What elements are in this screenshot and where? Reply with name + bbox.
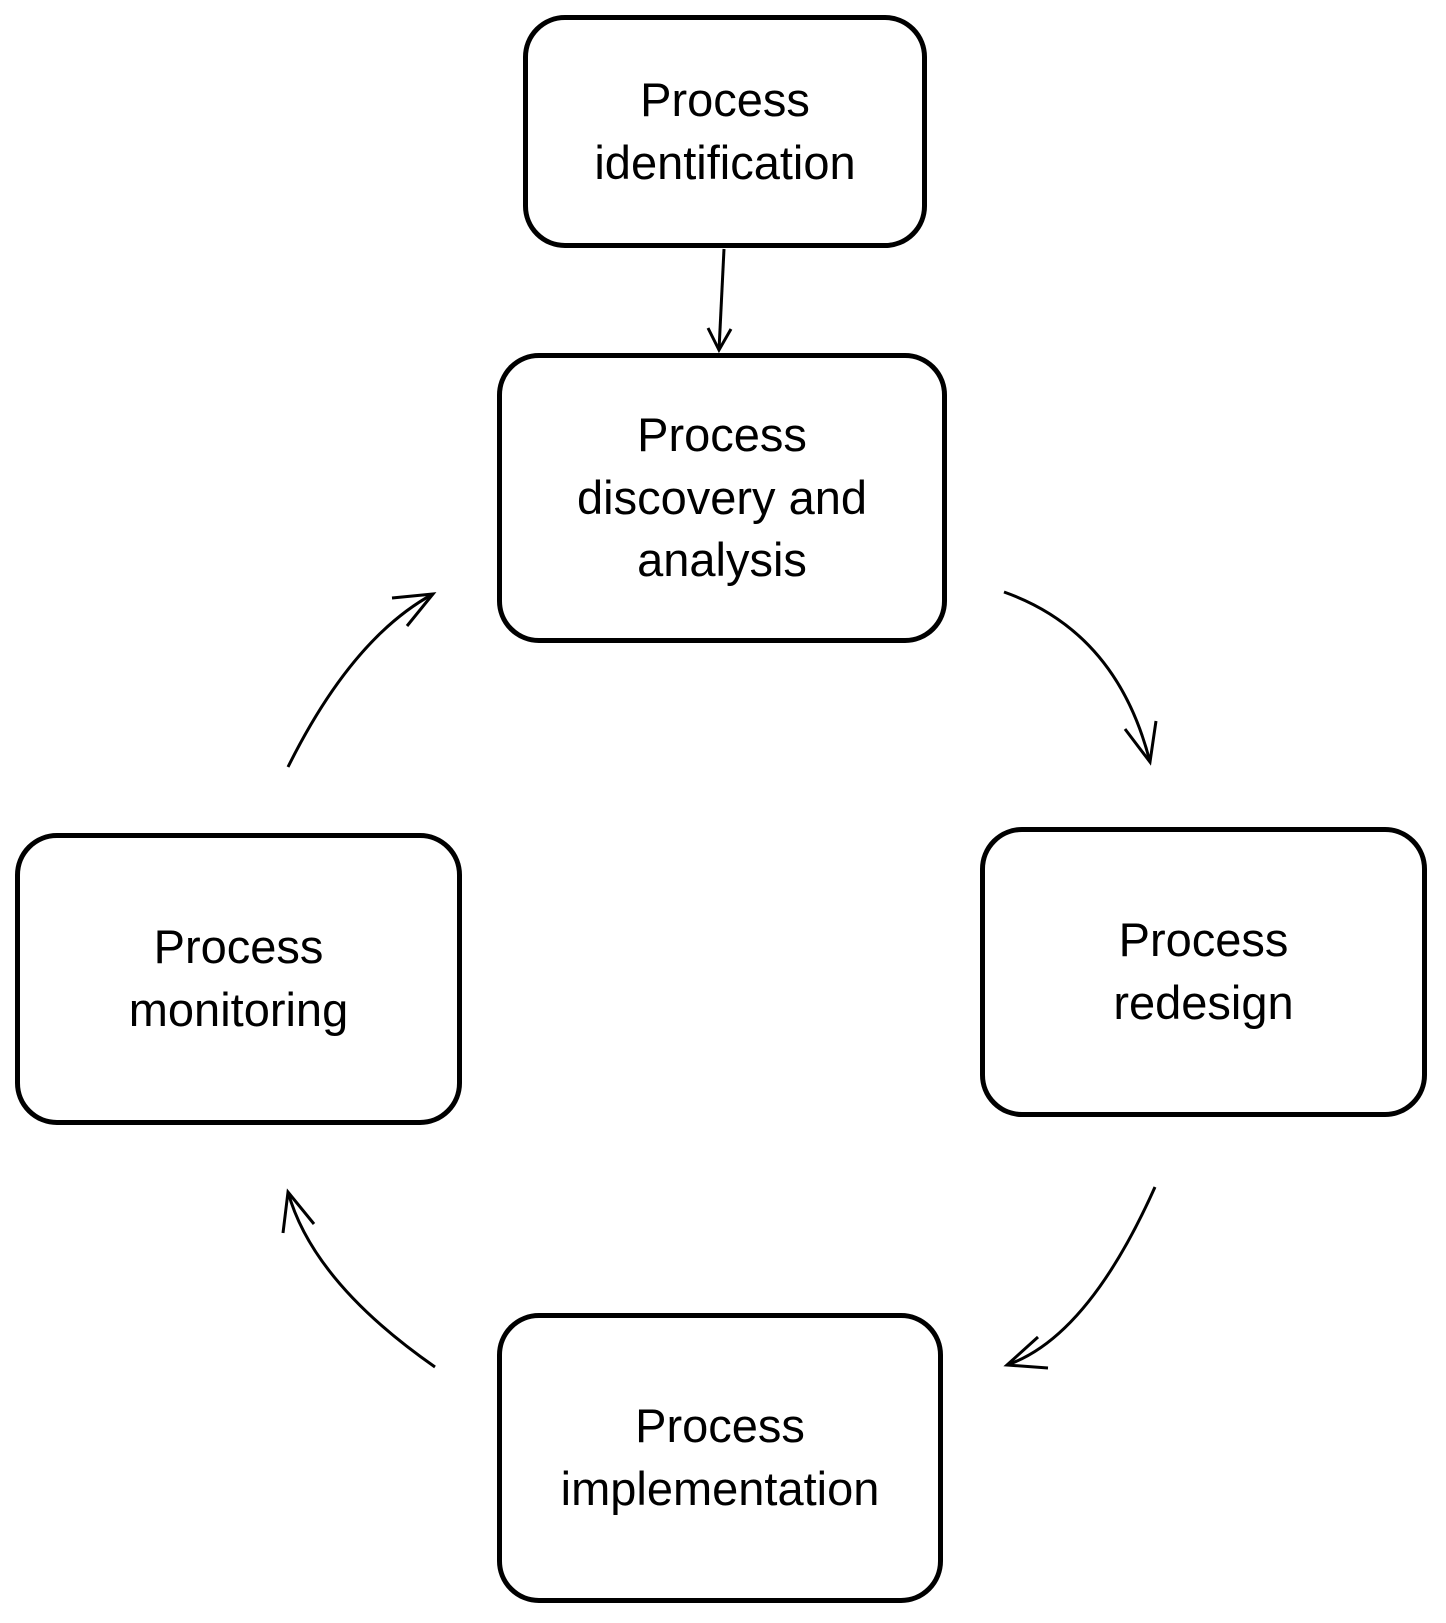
node-label: Process identification <box>594 72 856 189</box>
arrow-discovery-to-redesign <box>1003 590 1158 766</box>
arrow-monitoring-to-discovery <box>286 592 437 768</box>
node-label: Process discovery and analysis <box>577 407 867 587</box>
node-process-monitoring: Process monitoring <box>15 833 462 1125</box>
node-process-redesign: Process redesign <box>980 827 1427 1117</box>
node-process-discovery-and-analysis: Process discovery and analysis <box>497 353 947 643</box>
arrow-redesign-to-implementation <box>1003 1186 1157 1370</box>
node-label: Process implementation <box>560 1399 880 1515</box>
node-label: Process redesign <box>1113 913 1294 1029</box>
node-process-identification: Process identification <box>523 15 927 248</box>
arrow-identification-to-discovery <box>706 248 733 354</box>
node-label: Process monitoring <box>128 920 349 1036</box>
node-process-implementation: Process implementation <box>497 1313 943 1603</box>
arrow-implementation-to-monitoring <box>281 1188 436 1369</box>
